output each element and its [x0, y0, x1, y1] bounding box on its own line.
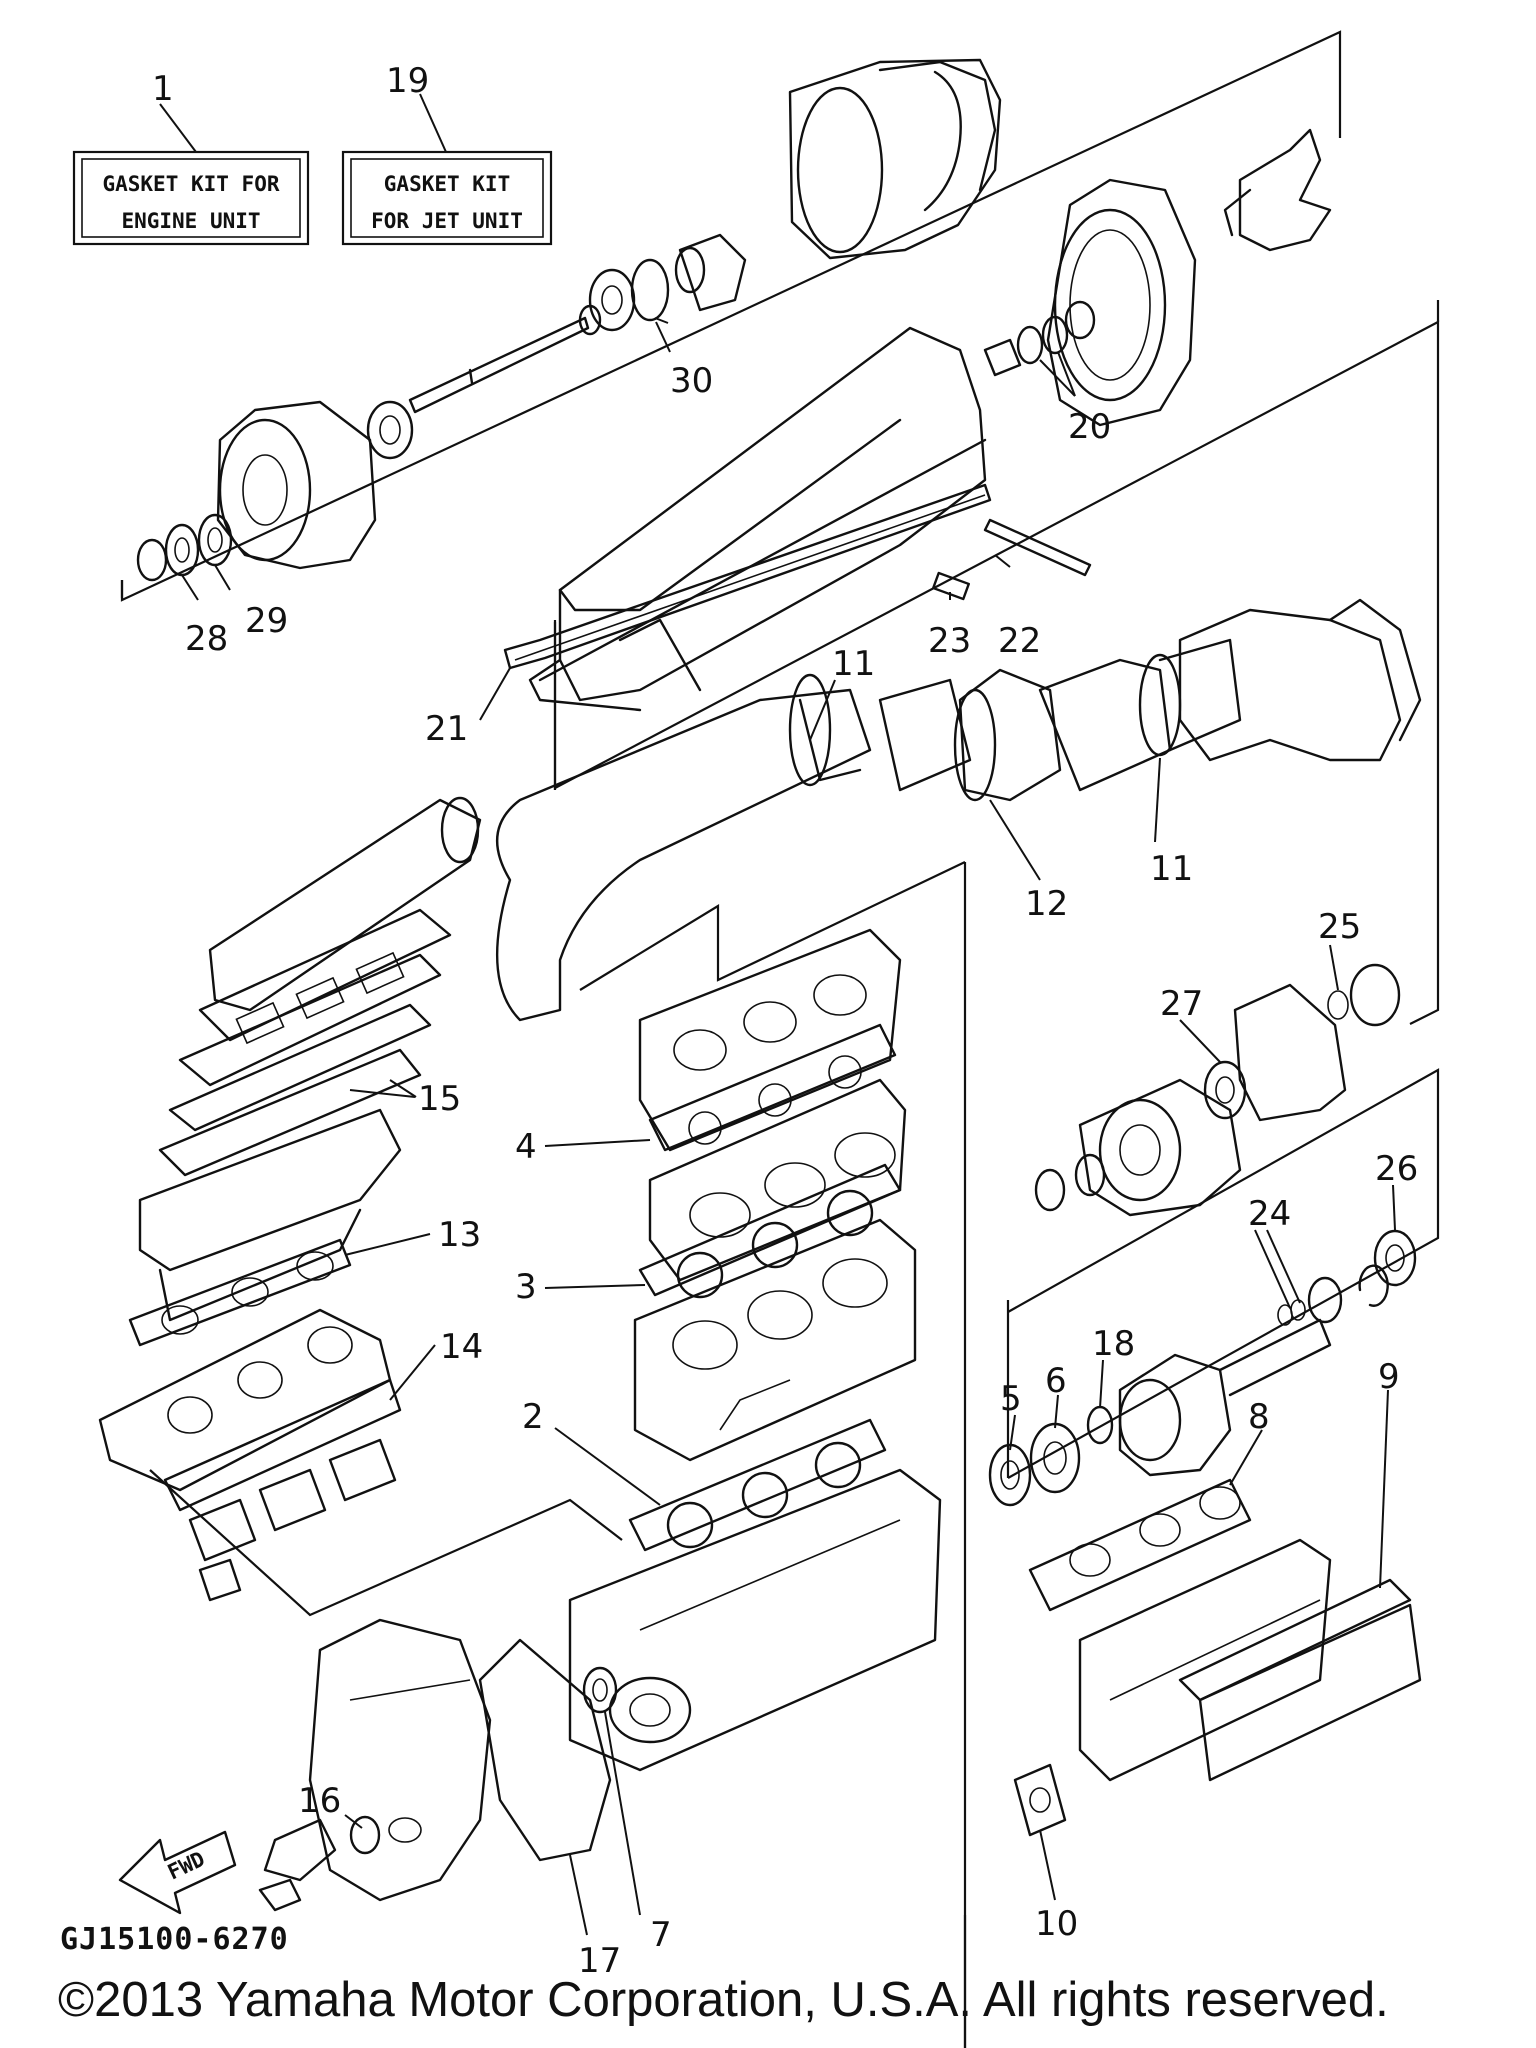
oil-seal-20a: [1016, 325, 1044, 365]
gasket-17: [478, 1638, 612, 1862]
strip-23: [932, 571, 970, 601]
callout-25: 25: [1318, 907, 1361, 947]
callout-11b: 11: [1150, 849, 1193, 889]
fitting-16: [258, 1815, 381, 1912]
bearing-intermediate: [366, 400, 414, 460]
gasket-14-reeds: [163, 1378, 402, 1602]
gasket-3: [638, 1163, 902, 1299]
callout-6: 6: [1045, 1361, 1067, 1401]
gasket-4: [648, 1023, 897, 1152]
callout-7: 7: [650, 1915, 672, 1955]
washer-28: [136, 538, 168, 582]
strip-22: [983, 518, 1092, 577]
gasket-12: [953, 688, 997, 802]
coupler: [983, 338, 1022, 377]
oil-seal-5: [988, 1443, 1032, 1507]
callout-24: 24: [1248, 1194, 1291, 1234]
callout-15: 15: [418, 1079, 461, 1119]
bearing-cover: [1233, 983, 1347, 1122]
callout-21: 21: [425, 709, 468, 749]
callout-26: 26: [1375, 1149, 1418, 1189]
gasket-10: [1013, 1763, 1067, 1837]
kit-engine-line2: ENGINE UNIT: [121, 209, 260, 233]
callout-17: 17: [578, 1941, 621, 1981]
callout-20: 20: [1068, 407, 1111, 447]
copyright-notice: ©2013 Yamaha Motor Corporation, U.S.A. A…: [58, 1973, 1389, 2027]
bearing-housing: [1078, 1078, 1242, 1217]
engine-frame: [149, 861, 967, 2048]
nozzle-housing: [788, 58, 1002, 260]
kit-jet-line2: FOR JET UNIT: [371, 209, 523, 233]
impeller: [1223, 128, 1332, 252]
crankcase: [568, 1468, 942, 1772]
callout-30: 30: [670, 361, 713, 401]
intake-silencer: [208, 796, 482, 1012]
circlip: [1358, 1264, 1389, 1307]
callout-4: 4: [515, 1127, 537, 1167]
gasket-15-stack: [158, 908, 452, 1177]
oil-seal-6: [1029, 1422, 1081, 1494]
bearing-26: [1373, 1229, 1417, 1287]
intake-grate-duct: [528, 326, 987, 712]
coupling-housing: [1118, 1318, 1332, 1477]
intake-manifold: [138, 1108, 402, 1322]
callout-29: 29: [245, 601, 288, 641]
catalog-code: GJ15100-6270: [60, 1922, 289, 1957]
callout-27: 27: [1160, 984, 1203, 1024]
shaft-cap: [678, 233, 747, 312]
o-ring-18: [1086, 1405, 1114, 1445]
gasket-11a: [788, 673, 832, 787]
bushing: [1064, 300, 1096, 340]
gasket-13: [128, 1238, 352, 1347]
jet-unit-frame: [120, 30, 1440, 1479]
callout-3: 3: [515, 1267, 537, 1307]
oil-seal-20b: [1041, 315, 1069, 355]
leader-lines: [181, 317, 1396, 1936]
callout-8: 8: [1248, 1397, 1270, 1437]
exhaust-manifold-8: [1028, 1478, 1252, 1612]
callout-11a: 11: [832, 644, 875, 684]
cylinder-head-cover: [638, 928, 902, 1152]
oil-seal-28: [164, 523, 200, 577]
kit-engine-line1: GASKET KIT FOR: [102, 172, 279, 196]
bearing-24: [1307, 1276, 1343, 1324]
o-ring-25: [1327, 990, 1349, 1020]
fwd-arrow-icon: FWD: [118, 1830, 237, 1915]
circlip-left: [1034, 1168, 1066, 1212]
bearing-30a: [588, 268, 636, 332]
callout-10: 10: [1035, 1904, 1078, 1944]
callout-5: 5: [1000, 1379, 1022, 1419]
callout-23: 23: [928, 621, 971, 661]
callout-18: 18: [1092, 1324, 1135, 1364]
fwd-label: FWD: [164, 1847, 209, 1885]
kit-jet-line1: GASKET KIT: [384, 172, 510, 196]
callout-28: 28: [185, 619, 228, 659]
exhaust-pipe-chamber: [496, 598, 1422, 1022]
callout-9: 9: [1378, 1357, 1400, 1397]
callout-14: 14: [440, 1327, 483, 1367]
impeller-housing: [1046, 178, 1197, 427]
kit-box-jet[interactable]: GASKET KIT FOR JET UNIT: [341, 150, 553, 246]
collar: [1074, 1153, 1106, 1197]
callout-16: 16: [298, 1781, 341, 1821]
kit-box-engine[interactable]: GASKET KIT FOR ENGINE UNIT: [72, 150, 310, 246]
callout-1: 1: [152, 69, 174, 109]
cylinder-block: [633, 1218, 917, 1462]
callout-2: 2: [522, 1397, 544, 1437]
drive-shaft: [408, 304, 602, 414]
callout-13: 13: [438, 1215, 481, 1255]
callout-19: 19: [386, 61, 429, 101]
callout-12: 12: [1025, 884, 1068, 924]
o-ring-30: [630, 258, 670, 322]
gasket-2: [628, 1418, 887, 1552]
callout-22: 22: [998, 621, 1041, 661]
gasket-9: [1178, 1578, 1422, 1782]
exhaust-manifold: [1078, 1538, 1332, 1782]
gasket-ring: [1349, 963, 1401, 1027]
flywheel-cover: [308, 1618, 492, 1902]
oil-seal-7: [582, 1666, 618, 1714]
